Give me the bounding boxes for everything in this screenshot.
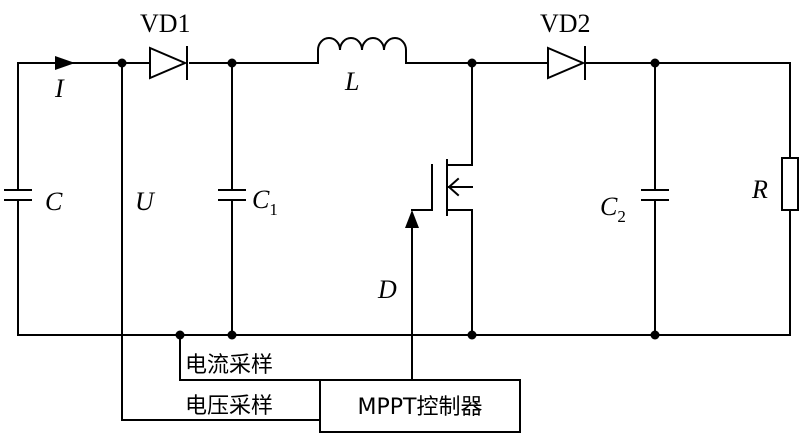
junction-dot	[467, 330, 477, 340]
capacitor-c2	[641, 62, 669, 336]
mppt-controller-box	[319, 379, 521, 433]
diode-vd2-label: VD2	[540, 9, 591, 38]
voltage-sampling-label: 电压采样	[185, 394, 273, 419]
voltage-label: U	[135, 187, 156, 216]
capacitor-c1-label: C1	[252, 185, 278, 219]
inductor-l	[317, 37, 407, 64]
capacitor-c	[4, 62, 32, 336]
junction-dot	[227, 330, 237, 340]
capacitor-c1	[218, 62, 246, 336]
mppt-controller-label: MPPT控制器	[358, 395, 483, 420]
capacitor-c2-label: C2	[600, 192, 626, 226]
junction-dot	[650, 330, 660, 340]
current-sampling-label: 电流采样	[185, 353, 273, 378]
diode-vd1	[149, 46, 188, 80]
diode-vd1-label: VD1	[140, 9, 191, 38]
diode-vd2	[547, 46, 586, 80]
junction-dot	[117, 58, 127, 68]
current-label: I	[54, 74, 65, 103]
resistor-label: R	[751, 175, 768, 204]
current-arrow-icon	[55, 56, 75, 70]
duty-control-line	[405, 209, 433, 381]
duty-label: D	[377, 275, 397, 304]
capacitor-c-label: C	[45, 187, 63, 216]
inductor-label: L	[344, 67, 359, 96]
resistor-r	[781, 62, 799, 336]
duty-arrow-icon	[405, 210, 419, 228]
current-sampling-wire	[179, 334, 321, 381]
mosfet-switch	[431, 62, 473, 336]
